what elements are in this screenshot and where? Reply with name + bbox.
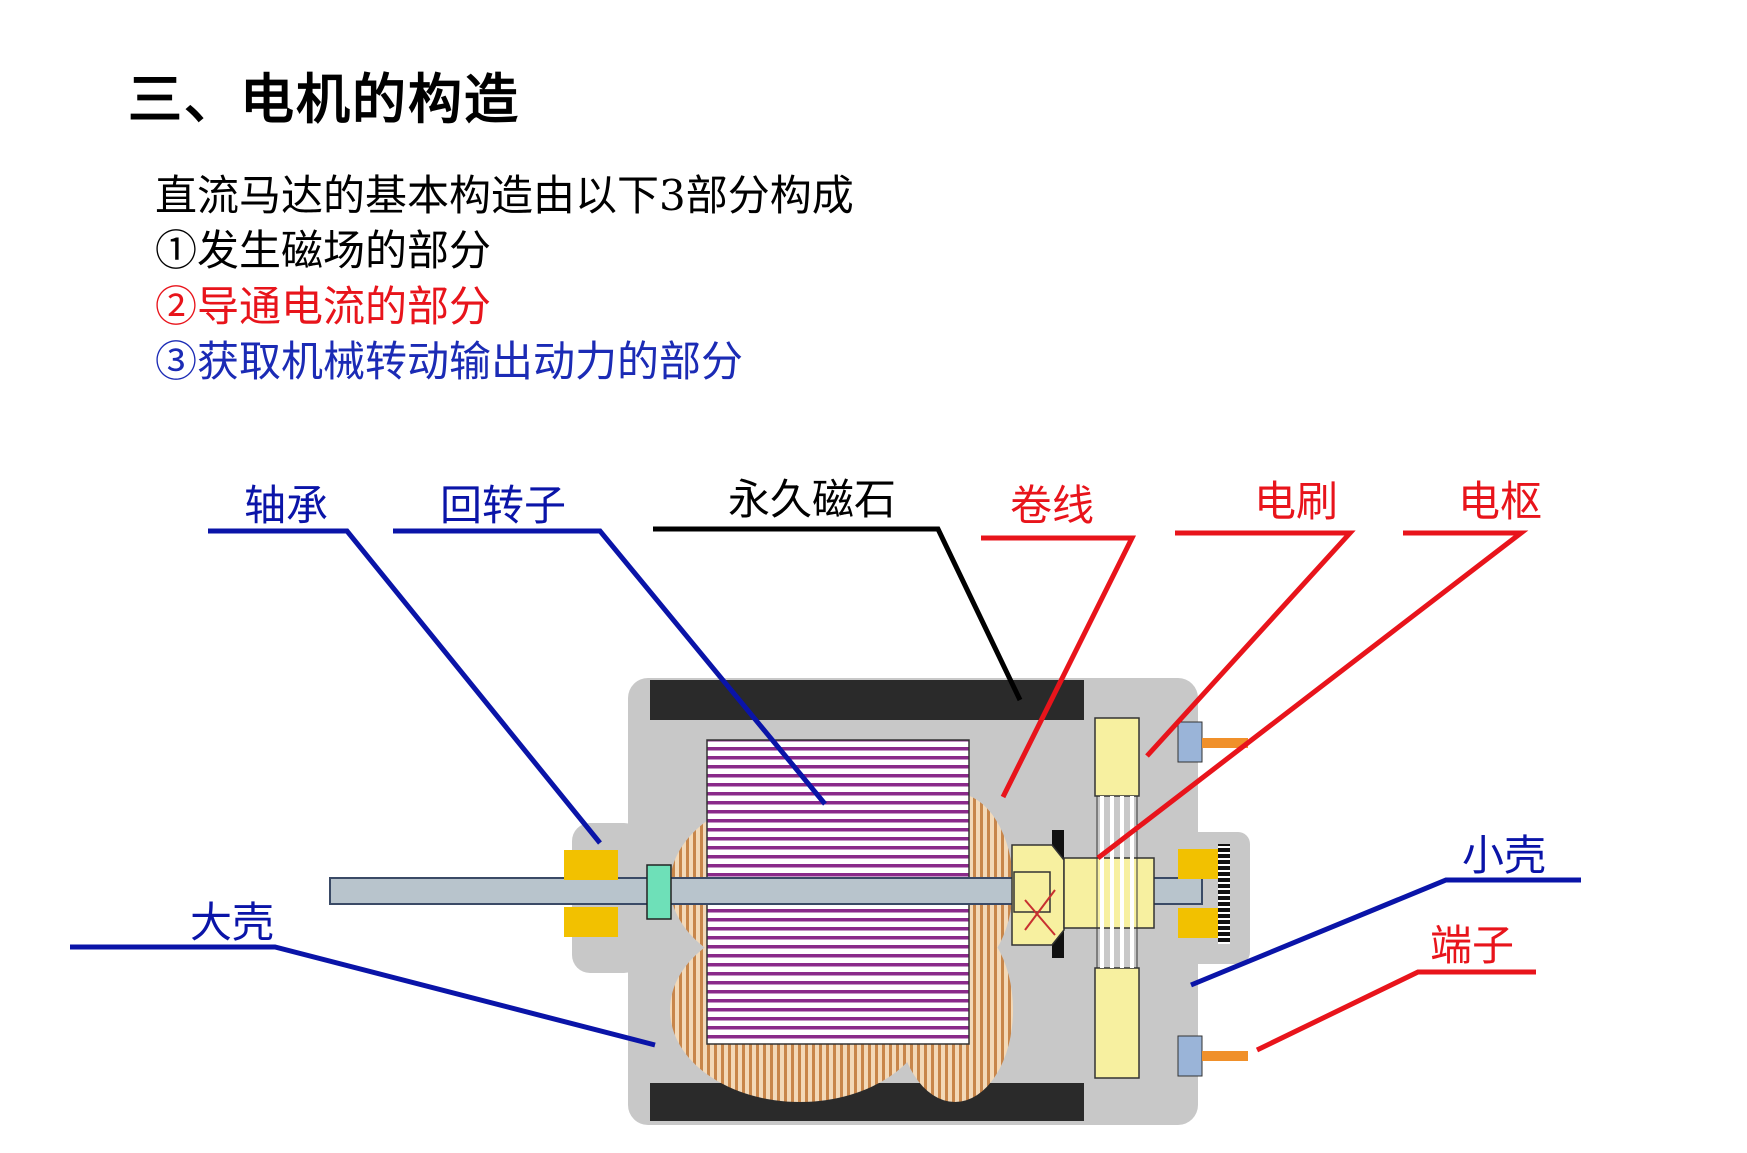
label-magnet: 永久磁石 (728, 475, 896, 524)
armature-leader (1096, 530, 1529, 860)
label-armature: 电枢 (1458, 477, 1542, 526)
bearing-rear-lower (1178, 908, 1218, 938)
label-bearing: 轴承 (244, 481, 328, 530)
terminal-lower-pin (1202, 1051, 1248, 1061)
small-shell-leader (1190, 877, 1581, 988)
bearing-rear-upper (1178, 849, 1218, 879)
terminal-leader (1255, 969, 1536, 1053)
bearing-lower (564, 907, 618, 937)
rotor-coil-upper (706, 739, 970, 881)
intro-line-current: ②导通电流的部分 (155, 282, 492, 331)
label-terminal: 端子 (1430, 921, 1514, 970)
rotor-coil-lower (706, 903, 970, 1045)
label-brush: 电刷 (1254, 477, 1338, 526)
bearing-upper (564, 850, 618, 880)
brush-leader (1145, 530, 1356, 758)
terminal-lower-block (1177, 1035, 1203, 1077)
intro-line-summary: 直流马达的基本构造由以下3部分构成 (155, 171, 854, 220)
commutator-core (1013, 871, 1051, 913)
terminal-upper-block (1177, 721, 1203, 763)
winding-leader (981, 535, 1137, 799)
magnet-leader (653, 526, 1023, 702)
intro-line-magnetic: ①发生磁场的部分 (155, 226, 492, 275)
label-winding: 卷线 (1010, 481, 1094, 530)
coupling (646, 864, 672, 920)
brush-lower (1094, 967, 1140, 1079)
rotor-leader (393, 528, 827, 806)
label-rotor: 回转子 (440, 481, 566, 530)
label-big-shell: 大壳 (190, 898, 274, 947)
rear-connector (1218, 844, 1230, 944)
brush-upper (1094, 717, 1140, 797)
commutator-segment (1063, 857, 1155, 929)
page-title: 三、电机的构造 (128, 68, 520, 131)
bearing-leader (208, 528, 602, 845)
big-shell-leader (70, 944, 656, 1048)
magnet-bottom (650, 1083, 1084, 1121)
intro-line-mechanical: ③获取机械转动输出动力的部分 (155, 337, 744, 386)
terminal-upper-pin (1202, 738, 1248, 748)
label-small-shell: 小壳 (1462, 831, 1546, 880)
